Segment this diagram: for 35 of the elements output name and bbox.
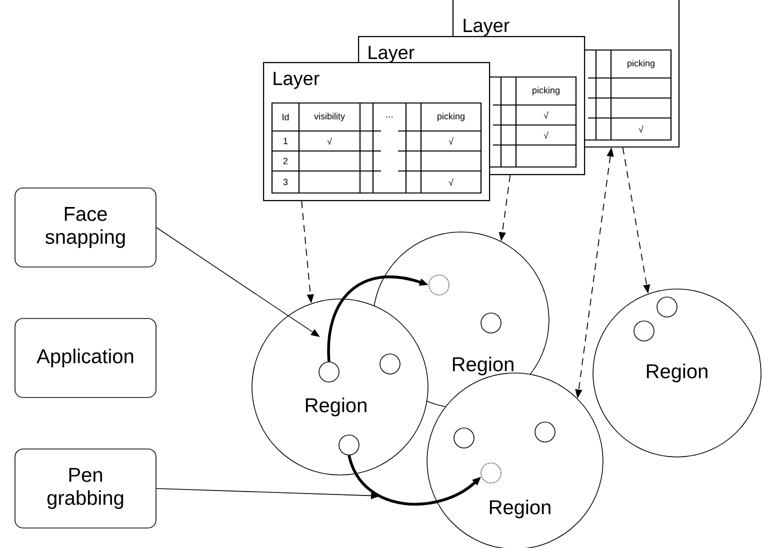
check-mark: √: [327, 137, 332, 145]
row-id: 3: [283, 178, 288, 186]
small-circle: [454, 428, 474, 448]
dotted-circle: [428, 274, 450, 296]
check-mark: √: [448, 137, 454, 145]
small-circle: [318, 362, 340, 382]
row-id: 2: [283, 158, 288, 164]
check-mark: √: [544, 111, 548, 119]
region-label: Region: [490, 500, 550, 518]
region-label: Region: [306, 398, 366, 416]
small-circle: [380, 354, 400, 374]
small-circle: [634, 320, 654, 342]
check-mark: √: [448, 178, 454, 186]
small-circle: [480, 312, 502, 334]
check-mark: √: [544, 131, 548, 139]
small-circle: [656, 296, 678, 318]
column-header: visibility: [314, 112, 345, 122]
card-title: Layer: [368, 46, 414, 63]
row-id: 1: [284, 138, 288, 144]
column-header: ...: [386, 116, 392, 118]
region-label: Region: [452, 356, 514, 376]
dotted-circle: [480, 462, 502, 484]
rounded-box: Face snapping: [14, 188, 156, 268]
rounded-box: Pen grabbing: [14, 448, 156, 528]
small-circle: [534, 422, 556, 442]
region-label: Region: [646, 364, 708, 382]
column-header: picking: [438, 112, 464, 122]
card-title: Layer: [464, 18, 510, 36]
rounded-box: Application: [14, 318, 156, 398]
column-header: Id: [282, 114, 289, 120]
card-title: Layer: [274, 72, 320, 89]
small-circle: [338, 434, 360, 456]
column-header: picking: [628, 60, 654, 68]
check-mark: √: [638, 125, 644, 133]
column-header: picking: [532, 86, 560, 96]
